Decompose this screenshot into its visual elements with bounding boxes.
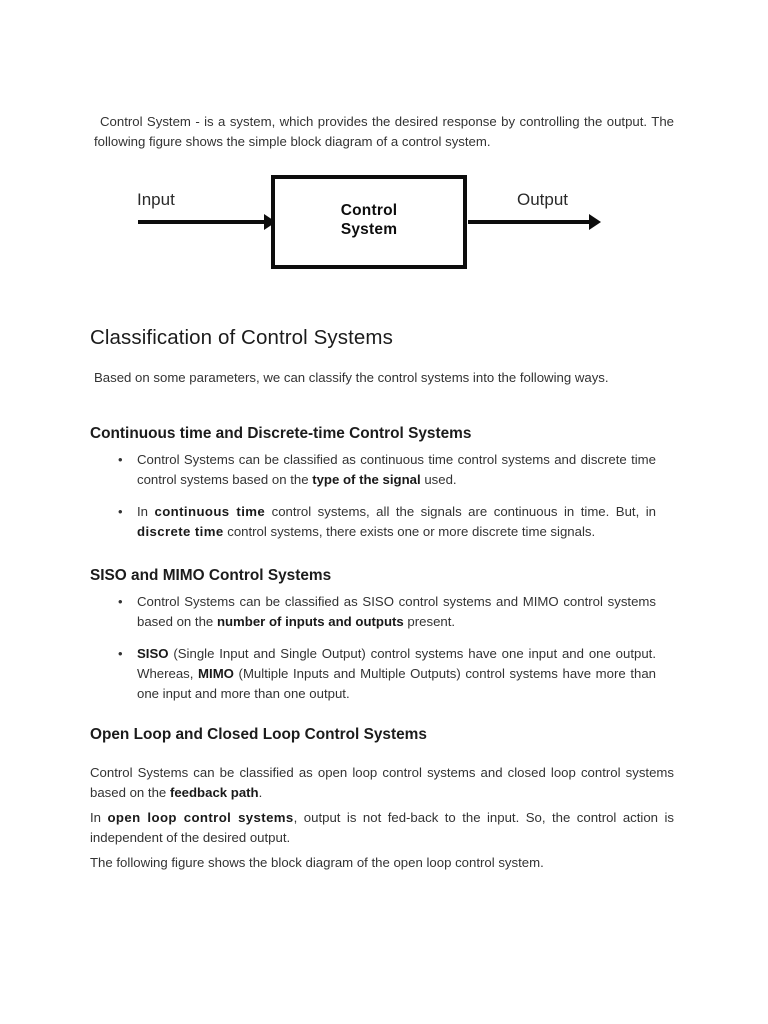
- list-item: In continuous time control systems, all …: [118, 502, 656, 542]
- open-loop-paragraph-3: The following figure shows the block dia…: [90, 855, 544, 871]
- bullet-bold-run: discrete time: [137, 524, 224, 539]
- paragraph-text-part: , output is not fed-back to the input. S…: [90, 810, 674, 846]
- paragraph-text-part: Control Systems can be classified as ope…: [90, 765, 674, 801]
- list-item: Control Systems can be classified as con…: [118, 450, 656, 490]
- paragraph-bold-run: open loop control systems: [107, 810, 294, 826]
- continuous-discrete-bullet-list: Control Systems can be classified as con…: [118, 450, 656, 542]
- diagram-box-label-line1: Control: [340, 202, 398, 219]
- bullet-bold-run: continuous time: [154, 504, 266, 519]
- bullet-bold-run: number of inputs and outputs: [216, 614, 404, 629]
- diagram-control-system-box: Control System: [271, 175, 467, 269]
- diagram-box-label: Control System: [275, 201, 463, 239]
- diagram-output-arrow: [468, 214, 601, 230]
- bullet-bold-run: MIMO: [198, 666, 234, 681]
- paragraph-bold-run: feedback path: [169, 785, 259, 801]
- bullet-text-part: In: [137, 504, 155, 519]
- diagram-box-label-line2: System: [340, 221, 398, 238]
- intro-paragraph: Control System - is a system, which prov…: [94, 114, 674, 150]
- section-heading-siso-mimo: SISO and MIMO Control Systems: [90, 566, 332, 584]
- bullet-text-part: Control Systems can be classified as con…: [137, 452, 656, 487]
- bullet-text-part: control systems, all the signals are con…: [265, 504, 656, 519]
- paragraph-text-part: .: [258, 785, 263, 801]
- list-item: Control Systems can be classified as SIS…: [118, 592, 656, 632]
- section-heading-continuous-discrete: Continuous time and Discrete-time Contro…: [90, 424, 472, 442]
- bullet-bold-run: type of the signal: [312, 472, 421, 487]
- paragraph-text-part: In: [90, 810, 108, 826]
- list-item: SISO (Single Input and Single Output) co…: [118, 644, 656, 704]
- bullet-text-part: present.: [403, 614, 456, 629]
- control-system-block-diagram: Input Control System Output: [120, 165, 620, 283]
- section-heading-open-closed-loop: Open Loop and Closed Loop Control System…: [90, 725, 427, 743]
- diagram-output-label: Output: [517, 190, 569, 209]
- bullet-bold-run: SISO: [137, 646, 169, 661]
- bullet-text-part: used.: [420, 472, 457, 487]
- siso-mimo-bullet-list: Control Systems can be classified as SIS…: [118, 592, 656, 704]
- diagram-input-label: Input: [137, 190, 175, 209]
- bullet-text-part: Control Systems can be classified as SIS…: [137, 594, 656, 629]
- diagram-input-arrow: [138, 214, 276, 230]
- bullet-text-part: control systems, there exists one or mor…: [223, 524, 596, 539]
- open-loop-paragraph-1: Control Systems can be classified as ope…: [90, 763, 674, 803]
- bullet-text-part: (Single Input and Single Output) control…: [137, 646, 656, 681]
- open-loop-paragraph-2: In open loop control systems, output is …: [90, 808, 674, 848]
- classification-intro-paragraph: Based on some parameters, we can classif…: [94, 370, 609, 386]
- bullet-text-part: (Multiple Inputs and Multiple Outputs) c…: [137, 666, 656, 701]
- page-title: Classification of Control Systems: [90, 325, 393, 349]
